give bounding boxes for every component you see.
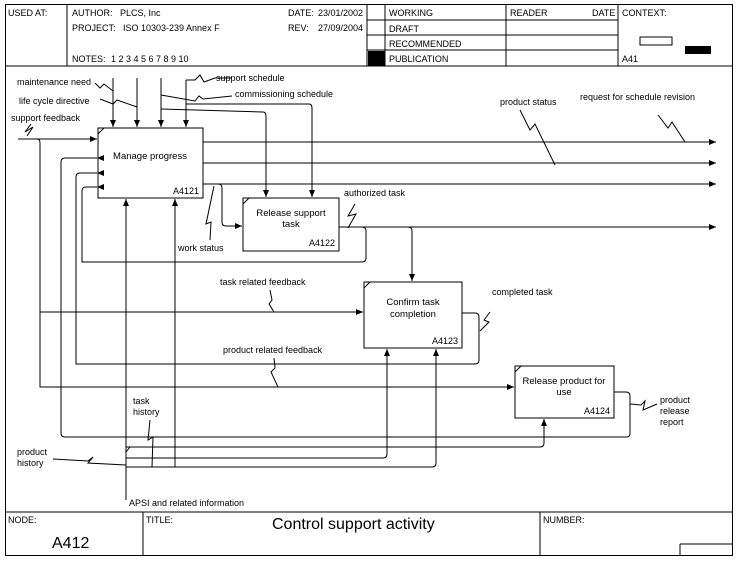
activity-title-a4124-line1: Release product for [523,376,606,387]
context-parent-box [639,36,673,46]
node-value: A412 [52,535,89,552]
arrow-feedback-to-a4124[interactable] [36,138,514,390]
label-task-related-feedback: task related feedback [220,277,306,287]
project-label: PROJECT: [72,23,116,33]
arrow-mech-to-a4123[interactable] [126,349,390,459]
arrow-work-status-to-a4122[interactable] [203,183,242,229]
label-product-release-report-1: product [660,395,691,405]
activity-title-a4121: Manage progress [113,151,187,162]
label-product-release-report-3: report [660,417,684,427]
activity-title-a4122-line2: task [282,219,300,230]
rev-label: REV: [288,23,309,33]
label-maintenance-need: maintenance need [17,77,91,87]
reader-date-label: DATE [592,8,616,18]
status-draft: DRAFT [389,24,419,34]
diagram-frame [5,4,733,556]
arrow-authorized-task-loop[interactable] [81,184,367,263]
arrow-commissioning-to-a4122[interactable] [160,108,269,197]
label-product-history-1: product [17,447,48,457]
title-label: TITLE: [146,515,173,525]
label-life-cycle-directive: life cycle directive [19,96,90,106]
arrow-support-schedule-to-a4122[interactable] [186,103,315,197]
label-support-schedule: support schedule [216,73,285,83]
activity-title-a4124-line2: use [556,387,571,398]
label-task-history-2: history [133,407,160,417]
label-support-feedback: support feedback [11,113,81,123]
context-current-box [685,46,711,54]
status-recommended: RECOMMENDED [389,39,462,49]
activity-title-a4123-line1: Confirm task [386,297,440,308]
status-working: WORKING [389,8,433,18]
reader-label: READER [510,8,548,18]
notes-numbers: 1 2 3 4 5 6 7 8 9 10 [111,54,189,64]
arrow-mech-to-a4124[interactable] [126,419,547,448]
label-product-status: product status [500,97,557,107]
number-label: NUMBER: [543,515,585,525]
activity-id-a4122: A4122 [309,238,335,248]
date-value: 23/01/2002 [318,8,364,18]
date-label: DATE: [288,8,314,18]
notes-label: NOTES: [72,54,106,64]
used-at-label: USED AT: [8,8,48,18]
label-product-release-report-2: release [660,406,690,416]
author-value: PLCS, Inc [120,8,161,18]
activity-title-a4122-line1: Release support [256,208,326,219]
arrow-mech2-to-a4123[interactable] [126,349,439,468]
label-product-related-feedback: product related feedback [223,345,323,355]
activity-box-a4123[interactable] [363,281,463,349]
author-label: AUTHOR: [72,8,113,18]
activity-title-a4123-line2: completion [390,309,436,320]
label-request-schedule-revision: request for schedule revision [580,92,695,102]
arrow-authorized-to-a4123[interactable] [407,226,415,281]
label-completed-task: completed task [492,287,553,297]
node-label: NODE: [8,515,37,525]
project-value: ISO 10303-239 Annex F [123,23,220,33]
context-label: CONTEXT: [622,8,667,18]
label-work-status: work status [177,243,224,253]
activity-box-a4122[interactable] [242,197,340,252]
label-task-history-1: task [133,396,150,406]
label-authorized-task: authorized task [344,188,406,198]
activity-id-a4123: A4123 [432,336,458,346]
arrow-product-release-report-loop[interactable] [60,155,631,438]
diagram-title: Control support activity [272,516,435,533]
label-product-history-2: history [17,458,44,468]
activity-id-a4124: A4124 [584,406,610,416]
activity-id-a4121: A4121 [173,186,199,196]
publication-selected-marker [368,51,385,66]
rev-value: 27/09/2004 [318,23,364,33]
label-commissioning-schedule: commissioning schedule [235,89,333,99]
context-node: A41 [622,54,639,64]
label-apsi: APSI and related information [129,498,244,508]
arrow-completed-task-loop[interactable] [75,170,480,365]
status-publication: PUBLICATION [389,54,449,64]
